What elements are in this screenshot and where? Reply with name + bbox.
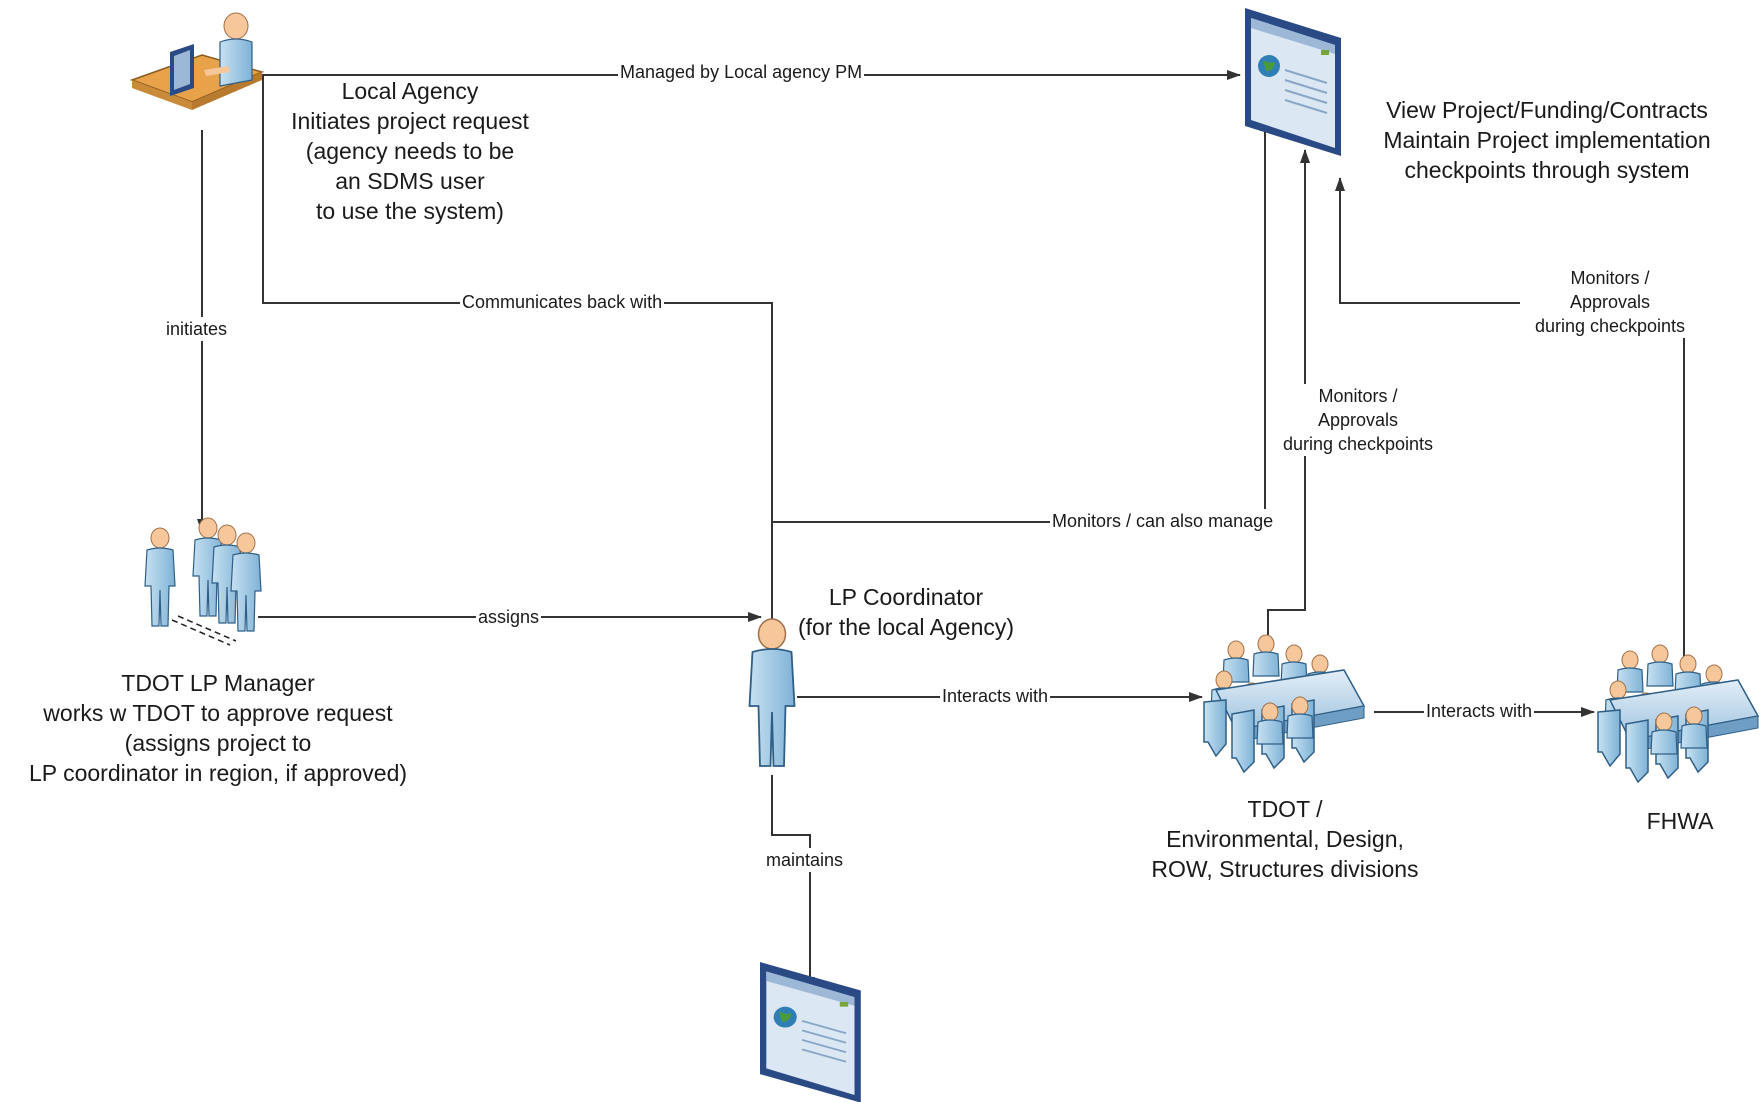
edge-label-interacts-1: Interacts with xyxy=(940,684,1051,708)
local-agency-line-5: to use the system) xyxy=(316,198,504,224)
edge-label-monitors-manage: Monitors / can also manage xyxy=(1050,509,1276,533)
local-agency-line-3: (agency needs to be xyxy=(305,138,515,164)
system-top-line-2: Maintain Project implementation xyxy=(1383,127,1711,153)
edge-label-assigns: assigns xyxy=(476,605,542,629)
tdot-divisions-line-1: TDOT / xyxy=(1247,796,1323,822)
system-top-line-3: checkpoints through system xyxy=(1404,157,1690,183)
tdot-lp-manager-icon xyxy=(144,517,262,646)
fhwa-line-1: FHWA xyxy=(1646,808,1714,834)
tdot-divisions-line-3: ROW, Structures divisions xyxy=(1151,856,1419,882)
monitors-tdot-line-1: Monitors / xyxy=(1318,386,1398,406)
tdot-lp-manager-label: TDOT LP Manager works w TDOT to approve … xyxy=(8,668,428,788)
monitors-tdot-line-3: during checkpoints xyxy=(1282,434,1434,454)
local-agency-icon xyxy=(129,12,265,110)
local-agency-label: Local Agency Initiates project request (… xyxy=(270,76,550,226)
monitors-fhwa-line-3: during checkpoints xyxy=(1534,316,1686,336)
tdot-lp-manager-line-2: works w TDOT to approve request xyxy=(43,700,393,726)
edge-label-managed-by: Managed by Local agency PM xyxy=(618,60,865,84)
lp-coordinator-line-2: (for the local Agency) xyxy=(797,614,1015,640)
tdot-divisions-label: TDOT / Environmental, Design, ROW, Struc… xyxy=(1130,794,1440,884)
monitors-fhwa-line-2: Approvals xyxy=(1569,292,1651,312)
system-screen-icon xyxy=(1244,7,1342,157)
tdot-lp-manager-line-1: TDOT LP Manager xyxy=(121,670,315,696)
edge-label-interacts-2: Interacts with xyxy=(1424,699,1535,723)
tdot-lp-manager-line-4: LP coordinator in region, if approved) xyxy=(28,760,408,786)
edge-label-monitors-tdot: Monitors / Approvals during checkpoints xyxy=(1268,384,1448,456)
local-agency-line-4: an SDMS user xyxy=(335,168,485,194)
lp-coordinator-label: LP Coordinator (for the local Agency) xyxy=(786,582,1026,642)
tdot-divisions-icon xyxy=(1204,635,1364,772)
system-top-label: View Project/Funding/Contracts Maintain … xyxy=(1362,95,1732,185)
tdot-lp-manager-line-3: (assigns project to xyxy=(124,730,312,756)
edge-label-monitors-fhwa: Monitors / Approvals during checkpoints xyxy=(1520,266,1700,338)
lp-coordinator-line-1: LP Coordinator xyxy=(828,584,984,610)
edge-label-initiates: initiates xyxy=(164,317,230,341)
local-agency-line-2: Initiates project request xyxy=(291,108,529,134)
edge-label-communicates-back: Communicates back with xyxy=(460,290,665,314)
fhwa-icon xyxy=(1598,645,1758,782)
bottom-screen-icon xyxy=(758,960,862,1102)
system-top-line-1: View Project/Funding/Contracts xyxy=(1386,97,1708,123)
fhwa-label: FHWA xyxy=(1620,806,1740,836)
local-agency-line-1: Local Agency xyxy=(341,78,479,104)
edge-label-maintains: maintains xyxy=(764,848,846,872)
monitors-fhwa-line-1: Monitors / xyxy=(1570,268,1650,288)
tdot-divisions-line-2: Environmental, Design, xyxy=(1166,826,1404,852)
monitors-tdot-line-2: Approvals xyxy=(1317,410,1399,430)
